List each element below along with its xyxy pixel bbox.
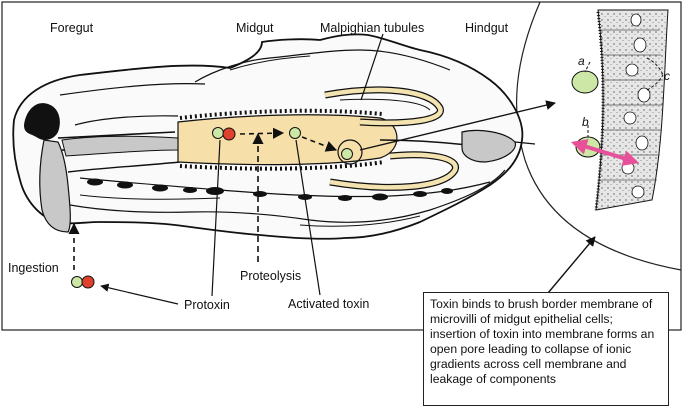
label-ingestion: Ingestion (8, 261, 59, 275)
inset-c-bracket (646, 57, 664, 91)
caption-text: Toxin binds to brush border membrane of … (430, 297, 655, 387)
inset-circle-boundary (515, 1, 682, 271)
label-inset-c: c (664, 69, 670, 83)
label-inset-a: a (578, 54, 585, 68)
protoxin-arrow-to-ingested (100, 283, 179, 305)
label-proteolysis: Proteolysis (240, 269, 302, 283)
ingested-green-particle (71, 276, 83, 288)
label-activated-toxin: Activated toxin (288, 297, 370, 311)
label-midgut: Midgut (236, 21, 274, 35)
hindgut (379, 129, 536, 163)
ventral-nerve-cord (79, 177, 491, 201)
midgut-particles (212, 127, 363, 262)
caption-to-inset-arrow (547, 236, 596, 294)
protoxin-green-particle (212, 127, 224, 139)
midgut-to-inset-arrow (359, 100, 556, 151)
inset-toxins (570, 57, 664, 166)
protoxin-red-particle (222, 127, 236, 141)
inset-toxin-a (571, 70, 599, 94)
label-malpighian-tubules: Malpighian tubules (320, 21, 425, 35)
bound-toxin-core (341, 148, 353, 160)
ingested-red-particle (81, 275, 95, 289)
malpighian-leader (360, 33, 384, 101)
label-foregut: Foregut (50, 21, 94, 35)
bound-toxin-particle (337, 139, 363, 165)
activated-toxin-leader (295, 139, 321, 296)
protoxin-leader (211, 139, 221, 297)
ingestion-group (68, 33, 596, 305)
inset-a-pointer (584, 61, 591, 73)
caption-box: Toxin binds to brush border membrane of … (423, 292, 669, 406)
activated-toxin-particle (289, 127, 301, 139)
label-hindgut: Hindgut (465, 21, 509, 35)
inset-epithelium (594, 9, 669, 211)
proteolysis-arrow-2 (301, 136, 338, 152)
diagram-frame (1, 1, 682, 331)
pore-leakage-arrow (570, 139, 640, 166)
label-inset-b: b (582, 115, 589, 129)
label-protoxin: Protoxin (184, 298, 230, 312)
malpighian-tubules (324, 86, 459, 191)
